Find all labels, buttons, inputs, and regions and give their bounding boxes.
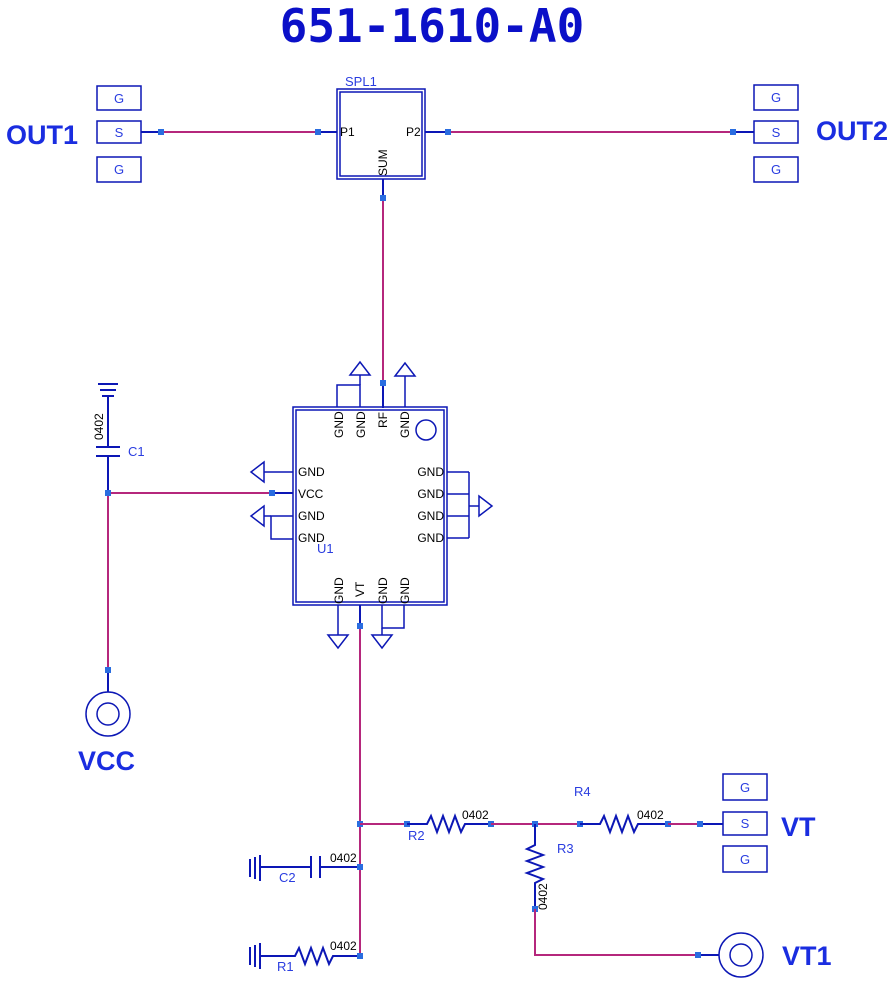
ground-symbol-bottom-right-icon — [370, 605, 405, 650]
u1-pin-gnd-left-1: GND — [298, 465, 325, 479]
u1-pin-gnd-right-3: GND — [417, 509, 444, 523]
out2-ground-pad-top: G — [771, 90, 781, 105]
ic-u1[interactable] — [292, 406, 448, 606]
out1-ground-pad-top: G — [114, 91, 124, 106]
c1-ref: C1 — [128, 444, 145, 459]
capacitor-c1[interactable] — [96, 383, 120, 493]
vt-label: VT — [781, 812, 816, 842]
vt-ground-pad-top: G — [740, 780, 750, 795]
resistor-r4[interactable] — [580, 813, 668, 835]
ground-symbol-right-icon — [447, 471, 494, 539]
pin1-marker-icon — [415, 419, 437, 441]
u1-pin-gnd-top-2: GND — [354, 411, 368, 438]
c2-package: 0402 — [330, 851, 357, 865]
out2-ground-pad-bottom: G — [771, 162, 781, 177]
resistor-r1[interactable] — [249, 943, 360, 969]
out2-signal-pad: S — [772, 125, 781, 140]
vt-connector[interactable]: G S G — [722, 773, 768, 873]
u1-pin-gnd-bottom-1: GND — [332, 577, 346, 604]
u1-pin-gnd-bottom-2: GND — [376, 577, 390, 604]
resistor-r2[interactable] — [407, 813, 491, 835]
splitter-pin-sum: SUM — [376, 149, 390, 176]
u1-pin-gnd-right-1: GND — [417, 465, 444, 479]
schematic-title: 651-1610-A0 — [280, 0, 585, 53]
out1-signal-pad: S — [115, 125, 124, 140]
r4-package: 0402 — [637, 808, 664, 822]
splitter-ref: SPL1 — [345, 74, 377, 89]
resistor-r3[interactable] — [524, 824, 546, 909]
vcc-label: VCC — [78, 746, 135, 776]
vt1-label: VT1 — [782, 941, 832, 971]
out2-label: OUT2 — [816, 116, 888, 146]
r2-package: 0402 — [462, 808, 489, 822]
u1-pin-gnd-top-1: GND — [332, 411, 346, 438]
r2-ref: R2 — [408, 828, 425, 843]
ground-symbol-top-left-icon — [336, 360, 372, 407]
net-vt1[interactable] — [534, 909, 698, 956]
out1-ground-pad-bottom: G — [114, 162, 124, 177]
vt1-test-point[interactable] — [718, 932, 764, 978]
r1-ref: R1 — [277, 959, 294, 974]
vt-signal-pad: S — [741, 816, 750, 831]
ground-symbol-bottom-left-icon — [326, 605, 350, 650]
r4-ref: R4 — [574, 784, 591, 799]
c1-package: 0402 — [92, 413, 106, 440]
u1-pin-gnd-right-4: GND — [417, 531, 444, 545]
ground-symbol-left-top-icon — [249, 460, 293, 484]
splitter-pin-p1: P1 — [340, 125, 355, 139]
r3-ref: R3 — [557, 841, 574, 856]
vt-ground-pad-bottom: G — [740, 852, 750, 867]
u1-ref: U1 — [317, 541, 334, 556]
ground-symbol-top-right-icon — [393, 361, 417, 407]
r1-package: 0402 — [330, 939, 357, 953]
u1-pin-gnd-right-2: GND — [417, 487, 444, 501]
u1-pin-rf: RF — [376, 412, 390, 428]
u1-pin-gnd-top-3: GND — [398, 411, 412, 438]
u1-pin-gnd-left-2: GND — [298, 509, 325, 523]
splitter-pin-p2: P2 — [406, 125, 421, 139]
out2-connector[interactable]: G S G — [753, 84, 799, 183]
vcc-test-point[interactable] — [85, 691, 131, 737]
c2-ref: C2 — [279, 870, 296, 885]
r3-package: 0402 — [536, 883, 550, 910]
u1-pin-gnd-bottom-3: GND — [398, 577, 412, 604]
u1-pin-vt: VT — [353, 581, 367, 597]
u1-pin-vcc: VCC — [298, 487, 324, 501]
capacitor-c2[interactable] — [249, 855, 360, 881]
ground-symbol-left-bottom-icon — [249, 504, 293, 540]
out1-connector[interactable]: G S G — [96, 85, 142, 183]
out1-label: OUT1 — [6, 120, 78, 150]
u1-pin-gnd-left-3: GND — [298, 531, 325, 545]
splitter-spl1[interactable] — [336, 88, 426, 180]
